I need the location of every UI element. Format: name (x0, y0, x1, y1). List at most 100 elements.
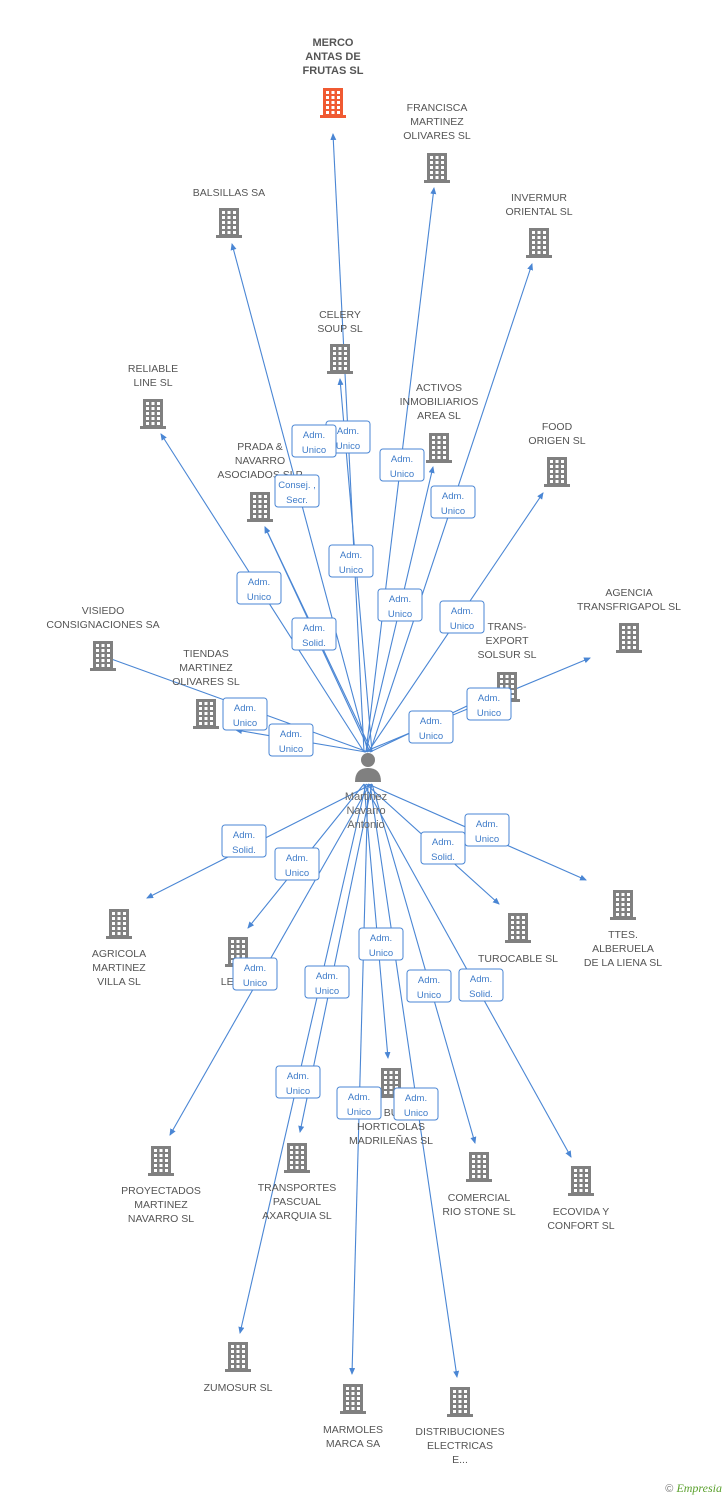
role-label-prada[interactable]: Consej. ,Secr. (274, 474, 320, 508)
role-label-francisca[interactable]: Adm.Unico (379, 448, 425, 482)
prada-label-line-1[interactable]: NAVARRO (235, 455, 285, 467)
role-label-tiendas[interactable]: Adm.Unico (222, 697, 268, 731)
ecovida-label-line-0[interactable]: ECOVIDA Y (553, 1206, 609, 1218)
role-label-invermur[interactable]: Adm.Unico (430, 485, 476, 519)
distribuciones-label-line-1[interactable]: ELECTRICAS (427, 1440, 493, 1452)
agricola-label-line-0[interactable]: AGRICOLA (92, 948, 146, 960)
role-label-reliable[interactable]: Adm.Unico (236, 571, 282, 605)
food-label-line-0[interactable]: FOOD (542, 421, 573, 433)
role-label-visiedo[interactable]: Adm.Unico (408, 710, 454, 744)
balsillas-building-icon[interactable] (216, 208, 242, 238)
person-label-line-2[interactable]: Antonio (347, 819, 384, 831)
celery-label-line-1[interactable]: SOUP SL (317, 323, 362, 335)
ecovida-building-icon[interactable] (568, 1166, 594, 1196)
trans-label-line-0[interactable]: TRANS- (487, 621, 527, 633)
role-label-agricola[interactable]: Adm.Solid. (221, 824, 267, 858)
celery-building-icon[interactable] (327, 344, 353, 374)
transportes-label-line-1[interactable]: PASCUAL (273, 1196, 321, 1208)
francisca-label-line-0[interactable]: FRANCISCA (407, 102, 468, 114)
proyectados-label-line-0[interactable]: PROYECTADOS (121, 1185, 201, 1197)
transportes-label-line-2[interactable]: AXARQUIA SL (262, 1210, 332, 1222)
role-label-celery[interactable]: Adm.Unico (328, 544, 374, 578)
role-label-agencia[interactable]: Adm.Unico (466, 687, 512, 721)
person-label-line-1[interactable]: Navarro (346, 805, 385, 817)
zumosur-building-icon[interactable] (225, 1342, 251, 1372)
role-label-horticolas[interactable]: Adm.Unico (358, 927, 404, 961)
comercial-building-icon[interactable] (466, 1152, 492, 1182)
proyectados-building-icon[interactable] (148, 1146, 174, 1176)
horticolas-label-line-1[interactable]: HORTICOLAS (357, 1121, 425, 1133)
role-label-prada[interactable]: Adm.Solid. (291, 617, 337, 651)
role-label-activos[interactable]: Adm.Unico (377, 588, 423, 622)
role-label-trans[interactable]: Adm.Unico (268, 723, 314, 757)
tiendas-label-line-2[interactable]: OLIVARES SL (172, 676, 240, 688)
reliable-label-line-0[interactable]: RELIABLE (128, 363, 178, 375)
agencia-label-line-1[interactable]: TRANSFRIGAPOL SL (577, 601, 681, 613)
agricola-building-icon[interactable] (106, 909, 132, 939)
ttes-building-icon[interactable] (610, 890, 636, 920)
trans-label-line-2[interactable]: SOLSUR SL (478, 649, 537, 661)
role-label-zumosur[interactable]: Adm.Unico (275, 1065, 321, 1099)
comercial-label-line-1[interactable]: RIO STONE SL (442, 1206, 515, 1218)
marmoles-building-icon[interactable] (340, 1384, 366, 1414)
turocable-label-line-0[interactable]: TUROCABLE SL (478, 953, 558, 965)
role-label-balsillas[interactable]: Adm.Unico (291, 424, 337, 458)
reliable-label-line-1[interactable]: LINE SL (133, 377, 172, 389)
role-label-turocable[interactable]: Adm.Solid. (420, 831, 466, 865)
marmoles-label-line-1[interactable]: MARCA SA (326, 1438, 380, 1450)
comercial-label-line-0[interactable]: COMERCIAL (448, 1192, 511, 1204)
horticolas-label-line-2[interactable]: MADRILEÑAS SL (349, 1134, 433, 1147)
merco-building-icon[interactable] (320, 88, 346, 118)
tiendas-building-icon[interactable] (193, 699, 219, 729)
food-label-line-1[interactable]: ORIGEN SL (528, 435, 585, 447)
visiedo-building-icon[interactable] (90, 641, 116, 671)
invermur-label-line-1[interactable]: ORIENTAL SL (505, 206, 572, 218)
marmoles-label-line-0[interactable]: MARMOLES (323, 1424, 383, 1436)
visiedo-label-line-1[interactable]: CONSIGNACIONES SA (46, 619, 159, 631)
ttes-label-line-1[interactable]: ALBERUELA (592, 943, 654, 955)
role-label-marmoles[interactable]: Adm.Unico (336, 1086, 382, 1120)
prada-building-icon[interactable] (247, 492, 273, 522)
role-label-ecovida[interactable]: Adm.Solid. (458, 968, 504, 1002)
food-building-icon[interactable] (544, 457, 570, 487)
proyectados-label-line-1[interactable]: MARTINEZ (134, 1199, 188, 1211)
agricola-label-line-1[interactable]: MARTINEZ (92, 962, 146, 974)
distribuciones-label-line-0[interactable]: DISTRIBUCIONES (415, 1426, 504, 1438)
prada-label-line-0[interactable]: PRADA & (237, 441, 283, 453)
role-label-comercial[interactable]: Adm.Unico (406, 969, 452, 1003)
invermur-building-icon[interactable] (526, 228, 552, 258)
role-label-ttes[interactable]: Adm.Unico (464, 813, 510, 847)
tiendas-label-line-1[interactable]: MARTINEZ (179, 662, 233, 674)
role-label-food[interactable]: Adm.Unico (439, 600, 485, 634)
activos-label-line-1[interactable]: INMOBILIARIOS (400, 396, 479, 408)
tiendas-label-line-0[interactable]: TIENDAS (183, 648, 229, 660)
celery-label-line-0[interactable]: CELERY (319, 309, 361, 321)
merco-label-line-1[interactable]: ANTAS DE (305, 51, 360, 63)
transportes-building-icon[interactable] (284, 1143, 310, 1173)
agencia-building-icon[interactable] (616, 623, 642, 653)
transportes-label-line-0[interactable]: TRANSPORTES (258, 1182, 337, 1194)
role-label-proyectados[interactable]: Adm.Unico (232, 957, 278, 991)
francisca-label-line-1[interactable]: MARTINEZ (410, 116, 464, 128)
turocable-building-icon[interactable] (505, 913, 531, 943)
invermur-label-line-0[interactable]: INVERMUR (511, 192, 567, 204)
reliable-building-icon[interactable] (140, 399, 166, 429)
activos-label-line-2[interactable]: AREA SL (417, 410, 461, 422)
ttes-label-line-2[interactable]: DE LA LIENA SL (584, 957, 662, 969)
merco-label-line-2[interactable]: FRUTAS SL (303, 65, 364, 77)
agencia-label-line-0[interactable]: AGENCIA (605, 587, 652, 599)
ecovida-label-line-1[interactable]: CONFORT SL (547, 1220, 614, 1232)
trans-label-line-1[interactable]: EXPORT (486, 635, 530, 647)
francisca-label-line-2[interactable]: OLIVARES SL (403, 130, 471, 142)
agricola-label-line-2[interactable]: VILLA SL (97, 976, 141, 988)
activos-label-line-0[interactable]: ACTIVOS (416, 382, 462, 394)
role-label-distribuciones[interactable]: Adm.Unico (393, 1087, 439, 1121)
francisca-building-icon[interactable] (424, 153, 450, 183)
ttes-label-line-0[interactable]: TTES. (608, 929, 638, 941)
visiedo-label-line-0[interactable]: VISIEDO (82, 605, 125, 617)
activos-building-icon[interactable] (426, 433, 452, 463)
role-label-transportes[interactable]: Adm.Unico (304, 965, 350, 999)
proyectados-label-line-2[interactable]: NAVARRO SL (128, 1213, 194, 1225)
balsillas-label-line-0[interactable]: BALSILLAS SA (193, 187, 265, 199)
